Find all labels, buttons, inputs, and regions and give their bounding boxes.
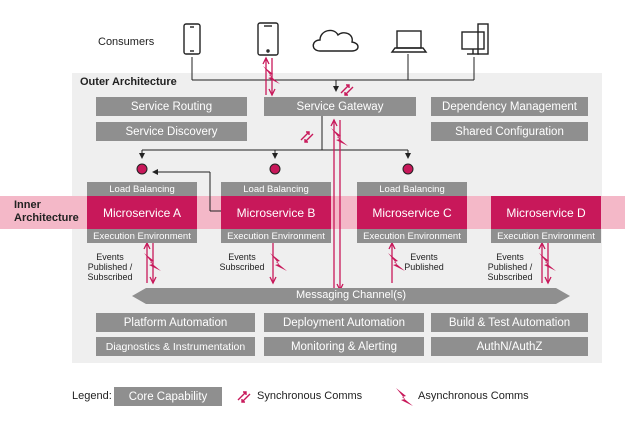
- smartphone-icon: [183, 23, 201, 55]
- legend-async-icon: [396, 388, 413, 406]
- discovery-node-b: [269, 163, 281, 175]
- service-routing-box: Service Routing: [96, 97, 247, 116]
- legend-async-label: Asynchronous Comms: [418, 390, 529, 402]
- discovery-node-a: [136, 163, 148, 175]
- messaging-channel-label: Messaging Channel(s): [295, 289, 407, 301]
- build-test-automation-box: Build & Test Automation: [431, 313, 588, 332]
- microservice-c: Microservice C: [357, 196, 467, 229]
- legend-sync-icon: [237, 391, 251, 403]
- execution-environment-a: Execution Environment: [87, 229, 197, 243]
- discovery-node-c: [402, 163, 414, 175]
- microservice-a: Microservice A: [87, 196, 197, 229]
- load-balancing-b: Load Balancing: [221, 182, 331, 196]
- execution-environment-c: Execution Environment: [357, 229, 467, 243]
- load-balancing-a: Load Balancing: [87, 182, 197, 196]
- inner-label-line-2: Architecture: [14, 212, 79, 224]
- outer-architecture-label: Outer Architecture: [80, 76, 177, 88]
- microservice-d: Microservice D: [491, 196, 601, 229]
- authn-box: AuthN/AuthZ: [431, 337, 588, 356]
- monitoring-box: Monitoring & Alerting: [264, 337, 424, 356]
- messaging-channel-bar: [132, 288, 570, 304]
- service-gateway-box: Service Gateway: [264, 97, 416, 116]
- diagnostics-box: Diagnostics & Instrumentation: [96, 337, 255, 356]
- execution-environment-d: Execution Environment: [491, 229, 601, 243]
- inner-architecture-label: Inner Architecture: [14, 199, 79, 225]
- async-bolts: [144, 66, 556, 271]
- discovery-nodes: [136, 163, 414, 175]
- tablet-icon: [257, 22, 279, 56]
- shared-configuration-box: Shared Configuration: [431, 122, 588, 141]
- dependency-management-box: Dependency Management: [431, 97, 588, 116]
- desktop-icon: [461, 23, 489, 55]
- legend-sync-label: Synchronous Comms: [257, 390, 363, 402]
- load-balancing-c: Load Balancing: [357, 182, 467, 196]
- laptop-icon: [390, 30, 428, 53]
- legend-label: Legend:: [72, 390, 112, 402]
- service-discovery-box: Service Discovery: [96, 122, 247, 141]
- deployment-automation-box: Deployment Automation: [264, 313, 424, 332]
- cloud-icon: [312, 29, 359, 52]
- platform-automation-box: Platform Automation: [96, 313, 255, 332]
- consumers-label: Consumers: [98, 36, 155, 48]
- inner-label-line-1: Inner: [14, 199, 41, 211]
- async-gateway-arrows: [143, 56, 552, 292]
- sync-icons: [300, 84, 354, 143]
- execution-environment-b: Execution Environment: [221, 229, 331, 243]
- microservice-b: Microservice B: [221, 196, 331, 229]
- legend-core-capability: Core Capability: [114, 387, 222, 406]
